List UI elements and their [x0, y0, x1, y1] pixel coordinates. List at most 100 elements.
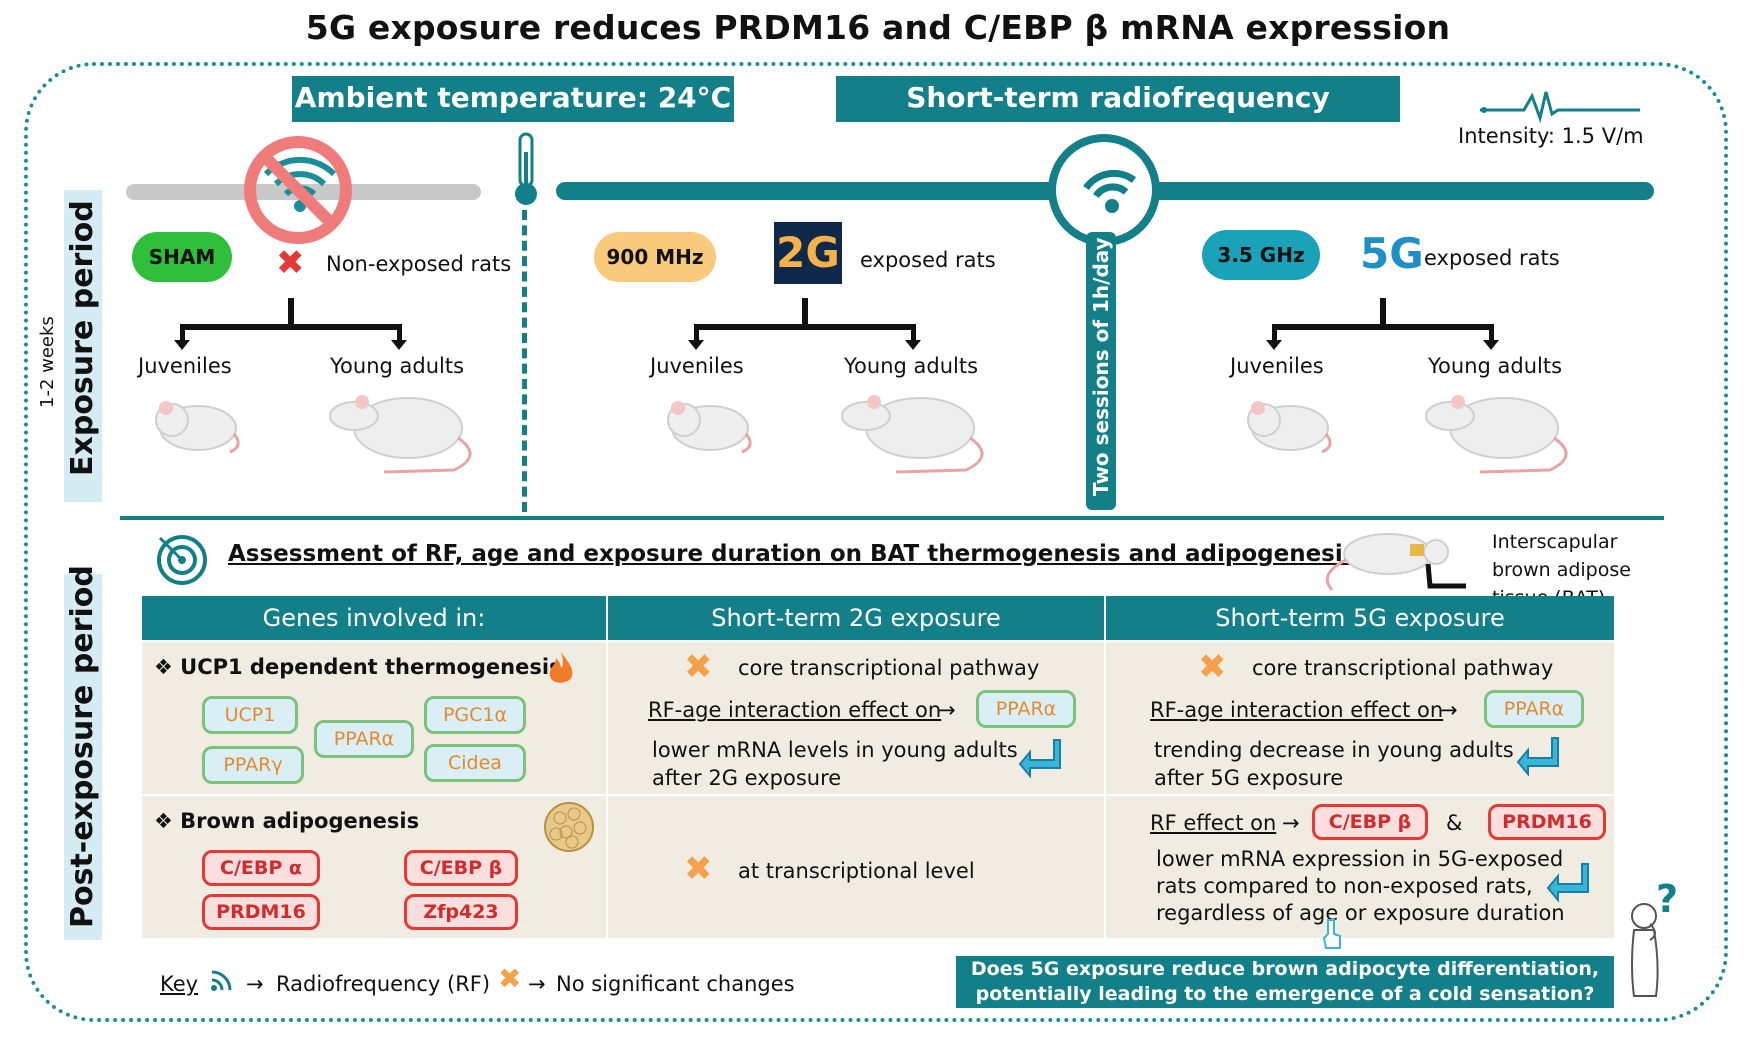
col-header-genes: Genes involved in:	[142, 596, 606, 640]
row1-2g-line2: RF-age interaction effect on	[648, 698, 942, 722]
5g-tree	[1266, 298, 1499, 350]
section-divider	[120, 516, 1664, 520]
gene-cebp-beta: C/EBP β	[404, 850, 518, 886]
arrow-right-icon: →	[1440, 698, 1458, 722]
sham-tree	[174, 298, 407, 350]
ambient-temperature-header: Ambient temperature: 24°C	[292, 76, 734, 122]
row1-title: ❖ UCP1 dependent thermogenesis	[154, 655, 562, 679]
3-5ghz-badge: 3.5 GHz	[1202, 230, 1320, 280]
row2-5g-line2: rats compared to non-exposed rats,	[1156, 874, 1533, 898]
row2-title: ❖ Brown adipogenesis	[154, 809, 420, 833]
gene-pgc1a: PGC1α	[424, 696, 526, 734]
adult-rat-icon	[1425, 395, 1568, 474]
question-box: Does 5G exposure reduce brown adipocyte …	[956, 956, 1614, 1008]
gene-cebp-alpha: C/EBP α	[202, 850, 320, 886]
exposure-period-band	[64, 190, 102, 502]
row2-5g-line1: lower mRNA expression in 5G-exposed	[1156, 847, 1564, 871]
ampersand: &	[1446, 811, 1463, 835]
bat-rat-icon	[1325, 533, 1466, 591]
adipocyte-cluster-icon	[544, 802, 594, 852]
2g-tree	[688, 298, 921, 350]
page-title: 5G exposure reduces PRDM16 and C/EBP β m…	[305, 8, 1451, 47]
key-rf-label: Radiofrequency (RF)	[276, 972, 491, 996]
key-label: Key	[160, 972, 199, 996]
row1-2g-line1: core transcriptional pathway	[738, 656, 1040, 680]
2g-group-label: exposed rats	[860, 248, 996, 272]
post-exposure-label: Post-exposure period	[65, 565, 100, 928]
no-change-icon: ✖	[1198, 647, 1227, 687]
col-header-2g: Short-term 2G exposure	[608, 596, 1104, 640]
down-arrow-icon	[1546, 863, 1589, 902]
thinking-person-icon: ?	[1631, 877, 1678, 997]
juvenile-rat-icon	[155, 401, 240, 454]
gene-prdm16: PRDM16	[202, 894, 320, 930]
outer-frame	[24, 62, 1728, 1022]
5g-young-adults-label: Young adults	[1428, 354, 1563, 378]
svg-text:?: ?	[1656, 877, 1678, 921]
sessions-bar	[1086, 232, 1116, 510]
2g-juveniles-label: Juveniles	[650, 354, 744, 378]
juvenile-rat-icon	[667, 401, 752, 454]
arrow-right-icon: →	[938, 698, 956, 722]
wave-signal-icon	[1480, 91, 1640, 124]
sham-juveniles-label: Juveniles	[138, 354, 232, 378]
sessions-label: Two sessions of 1h/day	[1089, 237, 1113, 496]
arrow-right-icon: →	[1282, 811, 1300, 835]
down-arrow-icon	[1018, 739, 1061, 778]
row2-5g-rf: RF effect on	[1150, 811, 1277, 835]
2g-young-adults-label: Young adults	[844, 354, 979, 378]
assessment-title: Assessment of RF, age and exposure durat…	[228, 541, 1366, 567]
red-cross-icon: ✖	[276, 243, 305, 283]
5g-logo: 5G	[1360, 229, 1424, 278]
row1-5g-line3: trending decrease in young adults	[1154, 738, 1514, 762]
down-arrow-icon	[1516, 737, 1559, 776]
wifi-icon	[1048, 134, 1160, 246]
gene-zfp423: Zfp423	[404, 894, 518, 930]
dashed-separator	[522, 210, 527, 512]
gene-cidea: Cidea	[424, 744, 526, 782]
arrow-right-icon: →	[528, 972, 546, 996]
5g-group-label: exposed rats	[1424, 246, 1560, 270]
flame-icon	[549, 652, 573, 683]
row1-5g-line1: core transcriptional pathway	[1252, 656, 1554, 680]
no-wifi-icon	[244, 136, 352, 244]
sham-badge: SHAM	[132, 232, 232, 282]
sham-group-label: Non-exposed rats	[326, 252, 512, 276]
no-change-icon: ✖	[684, 849, 713, 889]
sham-young-adults-label: Young adults	[330, 354, 465, 378]
row1-2g-line3: lower mRNA levels in young adults	[652, 738, 1018, 762]
exposure-period-label: Exposure period	[65, 200, 100, 476]
target-icon	[157, 535, 207, 585]
row2-5g-gene2: PRDM16	[1488, 804, 1606, 840]
row1-5g-line4: after 5G exposure	[1154, 766, 1344, 790]
intensity-label: Intensity: 1.5 V/m	[1458, 124, 1644, 148]
5g-juveniles-label: Juveniles	[1230, 354, 1324, 378]
duration-label: 1-2 weeks	[37, 316, 58, 408]
row1-5g-line2: RF-age interaction effect on	[1150, 698, 1444, 722]
pointing-hand-icon	[1322, 919, 1341, 949]
row1-2g-gene: PPARα	[976, 690, 1076, 728]
no-change-icon: ✖	[684, 647, 713, 687]
900mhz-badge: 900 MHz	[594, 232, 716, 282]
juvenile-rat-icon	[1247, 401, 1332, 454]
gene-ppara: PPARα	[314, 720, 414, 758]
rf-exposure-header: Short-term radiofrequency exposure	[836, 76, 1400, 158]
2g-logo: 2G	[774, 222, 842, 284]
gene-pparg: PPARγ	[202, 746, 304, 784]
col-header-5g: Short-term 5G exposure	[1106, 596, 1614, 640]
row1-2g-line4: after 2G exposure	[652, 766, 842, 790]
row2-2g-line1: at transcriptional level	[738, 859, 975, 883]
gene-ucp1: UCP1	[202, 696, 298, 734]
rf-wave-icon	[211, 970, 232, 991]
row2-5g-line3: regardless of age or exposure duration	[1156, 901, 1565, 925]
no-change-icon: ✖	[498, 962, 522, 995]
thermometer-icon	[515, 132, 537, 205]
question-line1: Does 5G exposure reduce brown adipocyte …	[970, 958, 1600, 980]
arrow-right-icon: →	[246, 972, 264, 996]
post-exposure-band	[64, 574, 102, 940]
question-line2: potentially leading to the emergence of …	[975, 983, 1595, 1005]
adult-rat-icon	[329, 395, 472, 474]
row2-5g-gene1: C/EBP β	[1312, 804, 1428, 840]
key-ns-label: No significant changes	[556, 972, 795, 996]
adult-rat-icon	[841, 395, 984, 474]
